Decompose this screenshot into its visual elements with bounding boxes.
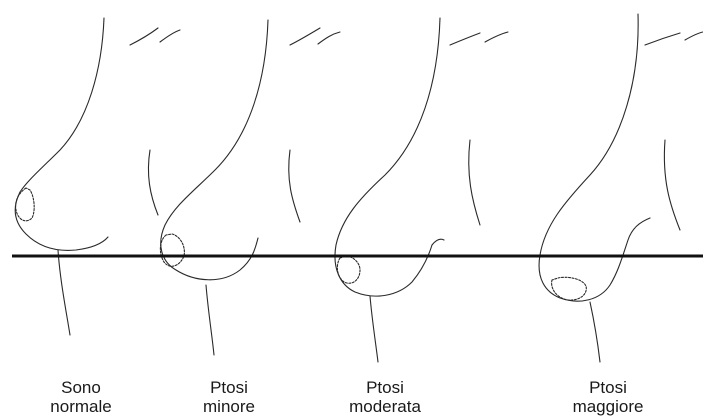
caption-normal: Sono normale (16, 378, 146, 416)
figure-moderate-ptosis (335, 18, 508, 362)
caption-minor-ptosis: Ptosi minore (164, 378, 294, 416)
caption-major-line2: maggiore (543, 397, 673, 416)
figure-minor-ptosis (160, 20, 340, 355)
caption-moderate-line1: Ptosi (320, 378, 450, 397)
caption-major-line1: Ptosi (543, 378, 673, 397)
caption-major-ptosis: Ptosi maggiore (543, 378, 673, 416)
caption-normal-line1: Sono (16, 378, 146, 397)
caption-minor-line2: minore (164, 397, 294, 416)
caption-moderate-line2: moderata (320, 397, 450, 416)
figure-major-ptosis (539, 14, 703, 362)
caption-minor-line1: Ptosi (164, 378, 294, 397)
caption-moderate-ptosis: Ptosi moderata (320, 378, 450, 416)
caption-normal-line2: normale (16, 397, 146, 416)
figure-normal (15, 18, 180, 335)
